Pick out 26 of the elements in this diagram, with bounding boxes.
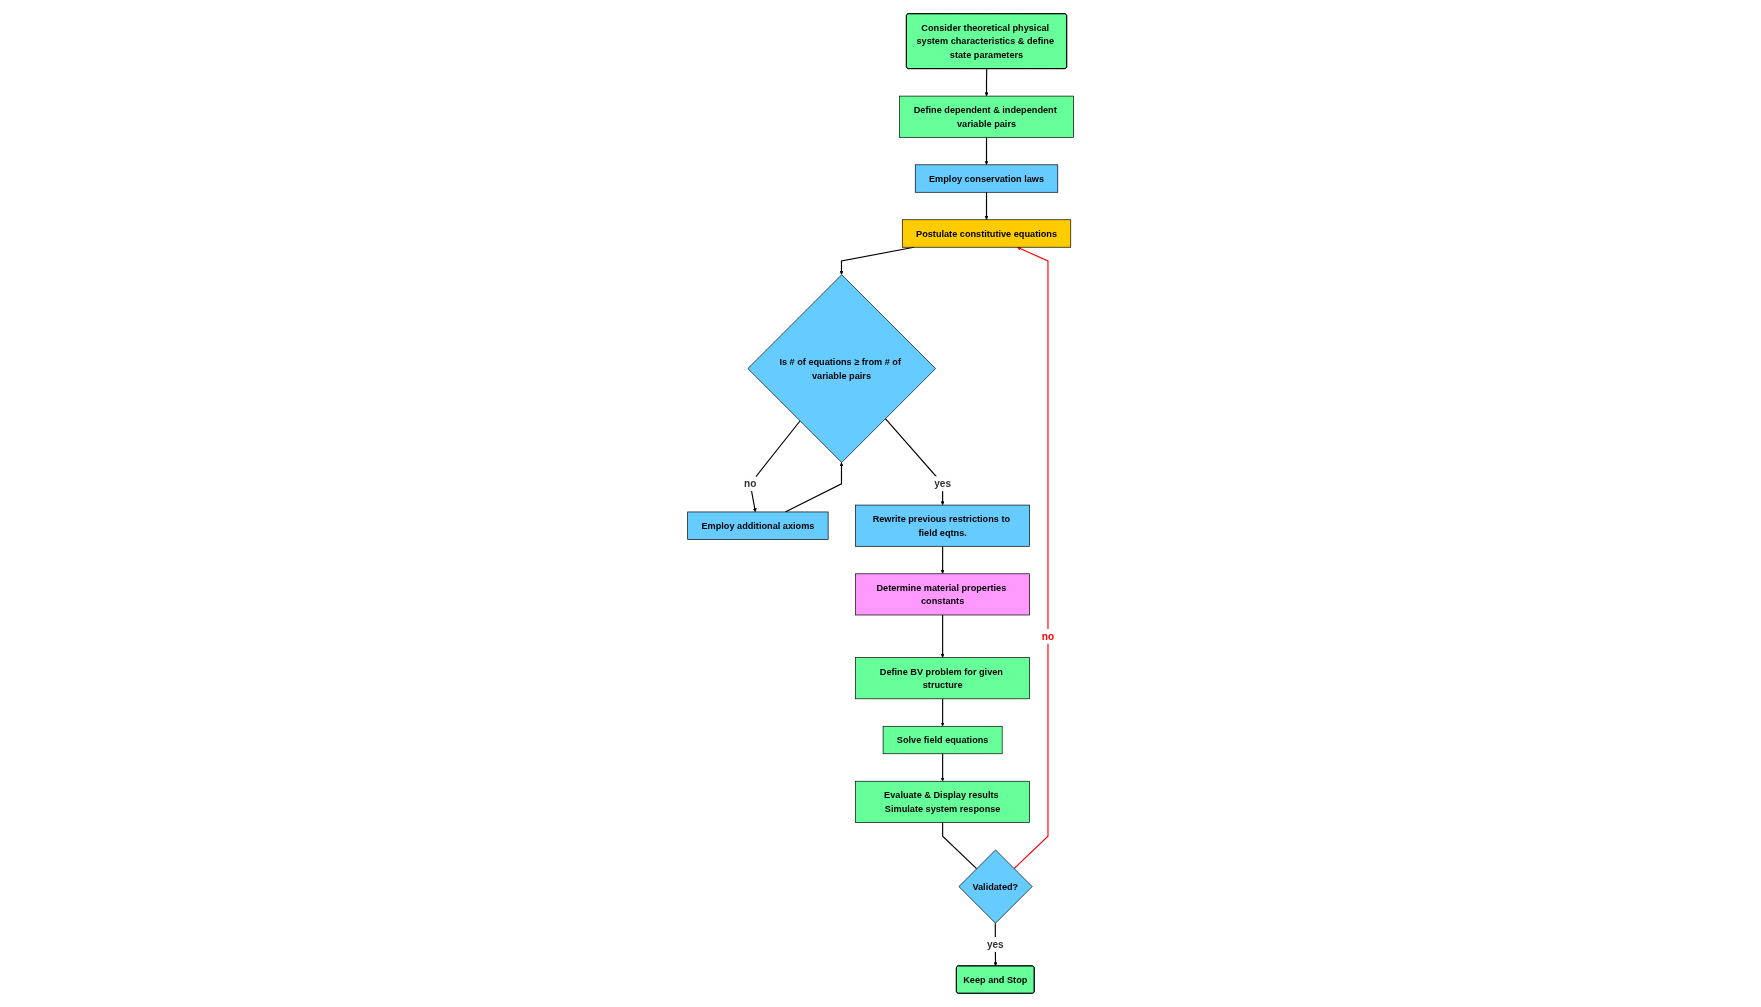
node-box: Evaluate & Display results Simulate system response (855, 780, 1030, 823)
node-box: Rewrite previous restrictions to field eqtns. (855, 504, 1030, 547)
arrow (940, 545, 945, 574)
node-box: Determine material properties constants (855, 573, 1030, 616)
node-box: Define BV problem for given structure (855, 657, 1030, 700)
node-box: Define dependent & independent variable pairs (899, 95, 1074, 138)
node-diamond: Validated? (958, 849, 1033, 924)
arrow (940, 698, 945, 727)
arrow (984, 136, 989, 165)
arrow (984, 68, 989, 97)
node-box: Postulate constitutive equations (901, 219, 1071, 248)
arrow (940, 753, 945, 782)
edge-label: yes (934, 478, 951, 490)
arrow (1013, 246, 1049, 870)
edge-label: yes (986, 938, 1004, 951)
arrow (940, 614, 945, 658)
arrow (984, 191, 989, 220)
edge-label: no (1041, 630, 1055, 643)
node-box: Employ conservation laws (914, 164, 1058, 193)
connector (941, 821, 978, 870)
edge-label: no (743, 478, 757, 490)
node-diamond: Is # of equations ≥ from # of variable pairs (747, 274, 936, 463)
arrow (749, 420, 801, 513)
node-box: Employ additional axioms (687, 511, 829, 540)
node-box: Solve field equations (882, 725, 1003, 755)
arrow (884, 418, 945, 506)
